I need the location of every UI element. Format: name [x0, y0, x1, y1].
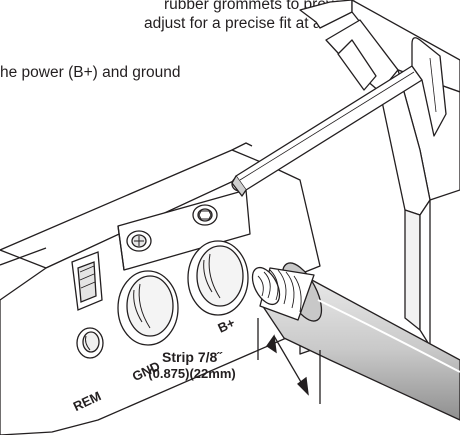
ground-terminal — [117, 270, 179, 346]
power-wire — [251, 262, 460, 421]
remote-terminal — [76, 327, 104, 359]
hex-key-tool — [231, 37, 447, 197]
strip-length-dimension — [257, 318, 321, 404]
fuse-slot — [71, 251, 103, 311]
instruction-text-line-2: adjust for a precise fit at a — [144, 15, 322, 32]
strip-length-label: Strip 7/8˝ — [162, 349, 223, 365]
power-label: B+ — [215, 315, 237, 336]
set-screw-power — [192, 204, 218, 226]
power-terminal — [187, 240, 249, 316]
terminal-openings — [71, 240, 249, 359]
instruction-text-line-3: he power (B+) and ground — [0, 64, 181, 81]
set-screw-ground — [126, 230, 152, 252]
strip-length-dimension-label: (0.875)(22mm) — [148, 366, 235, 381]
